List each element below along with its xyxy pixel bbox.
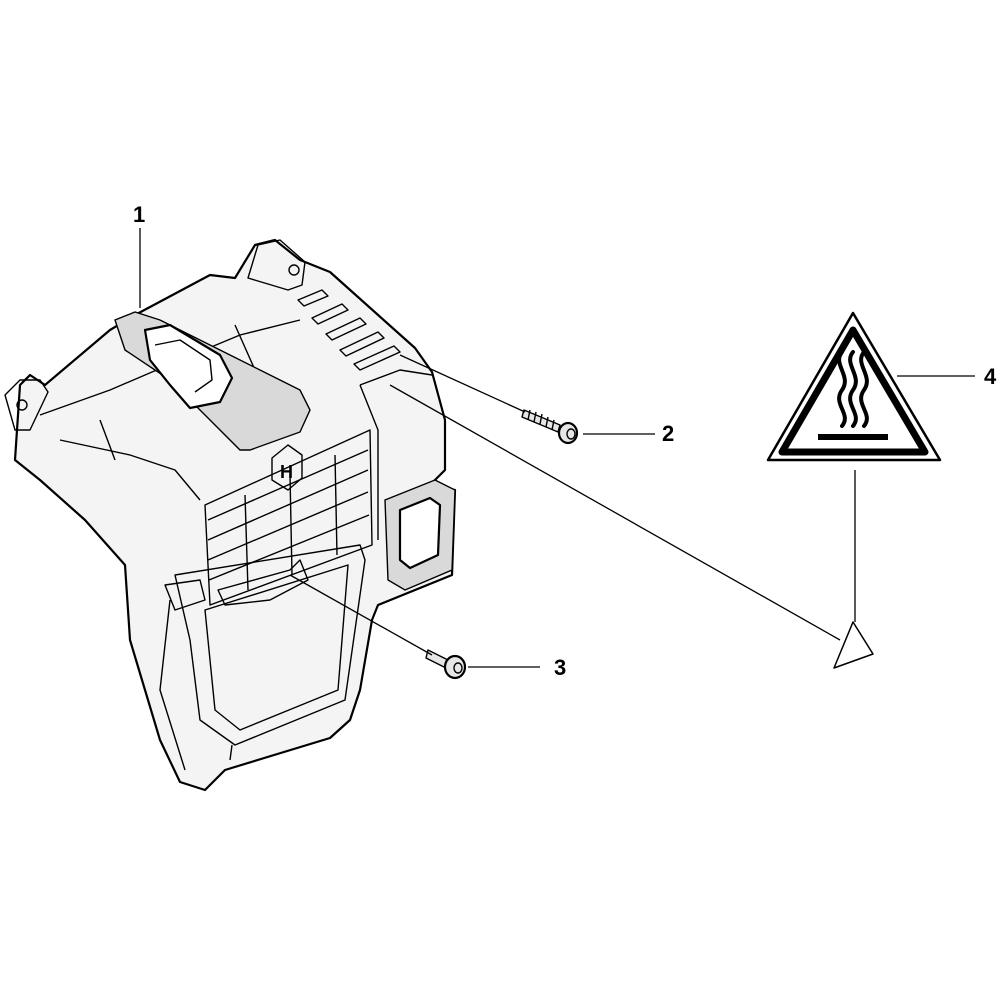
top-vents bbox=[297, 289, 401, 371]
callout-1: 1 bbox=[133, 202, 145, 227]
cylinder-cover-icon: H bbox=[4, 238, 457, 792]
heat-waves-icon bbox=[837, 350, 869, 428]
callout-2: 2 bbox=[662, 421, 674, 446]
svg-text:H: H bbox=[280, 462, 293, 482]
long-screw-icon bbox=[521, 409, 579, 445]
callout-4: 4 bbox=[984, 364, 997, 389]
decal-position-marker bbox=[833, 621, 874, 669]
callout-3: 3 bbox=[554, 655, 566, 680]
hot-surface-warning-decal-icon bbox=[766, 311, 942, 462]
front-grille bbox=[204, 429, 373, 606]
leader-lines bbox=[139, 228, 975, 668]
brand-logo: H bbox=[271, 444, 303, 491]
